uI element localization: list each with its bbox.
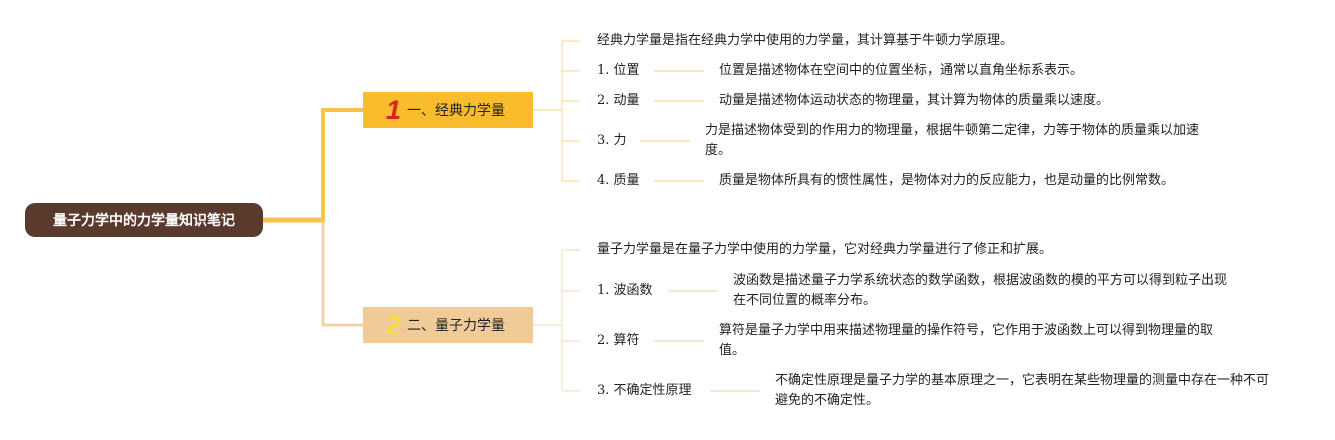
root-branch2-connector [321, 220, 363, 327]
leaf-text-uncertainty: 不确定性原理是量子力学的基本原理之一，它表明在某些物理量的测量中存在一种不可避免… [775, 373, 1270, 408]
branch-number: 2 [385, 310, 401, 340]
branch-summary: 量子力学量是在量子力学中使用的力学量，它对经典力学量进行了修正和扩展。 [597, 242, 1053, 257]
branch1-leaf-connectors [640, 70, 704, 182]
leaf-label-operator[interactable]: 2. 算符 [597, 333, 640, 348]
branch-title: 一、经典力学量 [407, 103, 505, 119]
leaf-label-force[interactable]: 3. 力 [597, 133, 627, 148]
leaf-text-force: 力是描述物体受到的作用力的物理量，根据牛顿第二定律，力等于物体的质量乘以加速度。 [705, 123, 1200, 158]
leaf-text-operator: 算符是量子力学中用来描述物理量的操作符号，它作用于波函数上可以得到物理量的取值。 [719, 323, 1214, 358]
root-node[interactable]: 量子力学中的力学量知识笔记 [25, 203, 263, 237]
leaf-label-uncertainty[interactable]: 3. 不确定性原理 [597, 383, 692, 398]
branch-title: 二、量子力学量 [407, 318, 505, 334]
branch-node-quantum[interactable]: 2 二、量子力学量 [363, 307, 533, 343]
branch-number: 1 [385, 95, 401, 125]
branch-node-classical[interactable]: 1 一、经典力学量 [363, 92, 533, 128]
leaf-label-wavefunction[interactable]: 1. 波函数 [597, 283, 653, 298]
branch-summary: 经典力学量是指在经典力学中使用的力学量，其计算基于牛顿力学原理。 [597, 33, 1014, 48]
branch2-bracket [533, 249, 580, 392]
leaf-label-mass[interactable]: 4. 质量 [597, 173, 640, 188]
leaf-label-momentum[interactable]: 2. 动量 [597, 93, 640, 108]
leaf-text-mass: 质量是物体所具有的惯性属性，是物体对力的反应能力，也是动量的比例常数。 [719, 173, 1175, 188]
leaf-text-position: 位置是描述物体在空间中的位置坐标，通常以直角坐标系表示。 [719, 63, 1084, 78]
leaf-text-wavefunction: 波函数是描述量子力学系统状态的数学函数，根据波函数的模的平方可以得到粒子出现在不… [733, 273, 1228, 308]
branch1-bracket [533, 40, 580, 182]
leaf-label-position[interactable]: 1. 位置 [597, 63, 640, 78]
leaf-text-momentum: 动量是描述物体运动状态的物理量，其计算为物体的质量乘以速度。 [719, 93, 1110, 108]
root-title: 量子力学中的力学量知识笔记 [53, 213, 235, 229]
branch2-leaf-connectors [654, 290, 760, 392]
root-branch1-connector [263, 108, 363, 222]
